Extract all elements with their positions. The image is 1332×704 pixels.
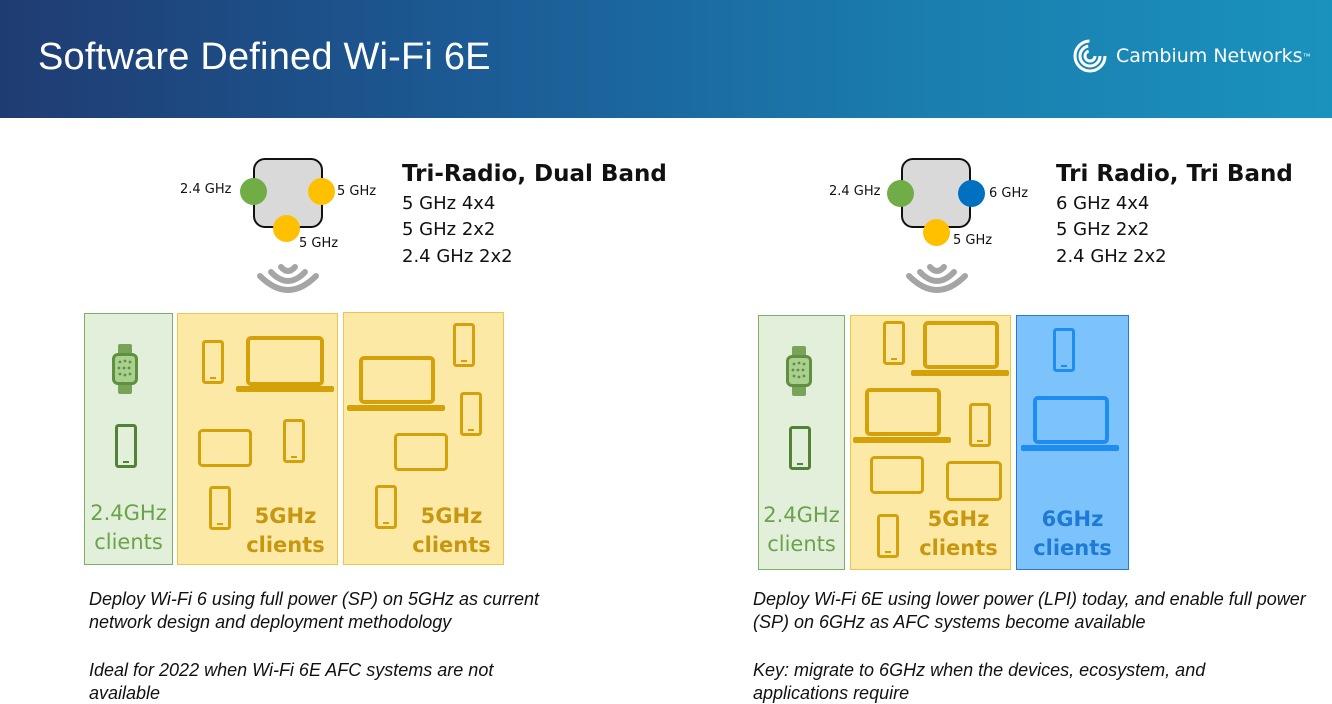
- clients-panel-6ghz: 6GHz clients: [1016, 315, 1129, 570]
- caption-primary: Deploy Wi-Fi 6E using lower power (LPI) …: [753, 589, 1306, 632]
- laptop-icon: [853, 388, 951, 443]
- clients-panel-5ghz-a: 5GHz clients: [177, 313, 338, 565]
- spec-line: 2.4 GHz 2x2: [402, 246, 513, 267]
- smartphone-icon: [209, 486, 231, 530]
- smartphone-icon: [283, 419, 305, 463]
- panel-label-line1: 5GHz: [254, 504, 317, 528]
- laptop-icon: [911, 321, 1009, 376]
- band-dot-yellow-right: [308, 178, 335, 205]
- panel-label-line1: 6GHz: [1041, 507, 1104, 531]
- tablet-icon: [394, 433, 448, 471]
- panel-label-line2: clients: [94, 530, 163, 554]
- brand-name: Cambium Networks: [1116, 45, 1303, 67]
- spec-line: 5 GHz 2x2: [402, 219, 496, 240]
- panel-label-line1: 2.4GHz: [763, 503, 840, 527]
- band-label-5-right: 5 GHz: [337, 184, 377, 199]
- spec-line: 6 GHz 4x4: [1056, 193, 1150, 214]
- band-dot-yellow-bottom: [923, 219, 950, 246]
- header-banner: Software Defined Wi-Fi 6E Cambium Networ…: [0, 0, 1332, 118]
- spec-title: Tri Radio, Tri Band: [1056, 161, 1293, 187]
- band-label-2-4: 2.4 GHz: [829, 184, 881, 199]
- band-label-2-4: 2.4 GHz: [180, 182, 232, 197]
- spec-title: Tri-Radio, Dual Band: [402, 161, 667, 187]
- trademark-mark: ™: [1302, 51, 1311, 61]
- wifi-signal-icon: [906, 264, 968, 293]
- smartwatch-icon: [112, 344, 138, 394]
- tablet-icon: [946, 461, 1002, 501]
- caption-secondary: Key: migrate to 6GHz when the devices, e…: [753, 660, 1206, 703]
- panel-label-line2: clients: [246, 533, 325, 557]
- panel-label-line2: clients: [412, 533, 491, 557]
- smartphone-icon: [460, 392, 482, 436]
- smartphone-icon: [202, 340, 224, 384]
- panel-label: 2.4GHz clients: [85, 499, 172, 557]
- smartphone-icon: [375, 485, 397, 529]
- panel-label: 5GHz clients: [907, 505, 1010, 563]
- band-dot-green: [240, 178, 267, 205]
- spec-line: 5 GHz 4x4: [402, 193, 496, 214]
- smartphone-icon: [1053, 328, 1075, 372]
- smartphone-icon: [789, 426, 811, 470]
- band-label-6: 6 GHz: [989, 186, 1029, 201]
- panel-label-line1: 5GHz: [420, 504, 483, 528]
- band-dot-yellow-bottom: [273, 215, 300, 242]
- smartphone-icon: [453, 323, 475, 367]
- panel-label: 6GHz clients: [1017, 505, 1128, 563]
- tablet-icon: [870, 456, 924, 494]
- smartphone-icon: [877, 514, 899, 558]
- tablet-icon: [198, 429, 252, 467]
- clients-panel-2-4ghz: 2.4GHz clients: [758, 315, 845, 570]
- smartwatch-icon: [786, 346, 812, 396]
- page-title: Software Defined Wi-Fi 6E: [38, 36, 491, 78]
- panel-label-line1: 5GHz: [927, 507, 990, 531]
- panel-label-line1: 2.4GHz: [90, 501, 167, 525]
- laptop-icon: [236, 336, 334, 392]
- caption-secondary: Ideal for 2022 when Wi-Fi 6E AFC systems…: [89, 660, 494, 703]
- panel-label-line2: clients: [767, 532, 836, 556]
- band-dot-blue: [958, 180, 985, 207]
- panel-label: 5GHz clients: [234, 502, 337, 560]
- panel-label: 2.4GHz clients: [759, 501, 844, 559]
- caption-primary: Deploy Wi-Fi 6 using full power (SP) on …: [89, 589, 539, 632]
- clients-panel-5ghz: 5GHz clients: [850, 315, 1011, 570]
- spec-line: 2.4 GHz 2x2: [1056, 246, 1167, 267]
- panel-label-line2: clients: [1033, 536, 1112, 560]
- laptop-icon: [347, 356, 445, 411]
- panel-label: 5GHz clients: [400, 502, 503, 560]
- panel-label-line2: clients: [919, 536, 998, 560]
- clients-panel-2-4ghz: 2.4GHz clients: [84, 313, 173, 565]
- band-label-5-bottom: 5 GHz: [953, 233, 993, 248]
- band-dot-green: [887, 180, 914, 207]
- smartphone-icon: [883, 321, 905, 365]
- clients-panel-5ghz-b: 5GHz clients: [343, 312, 504, 565]
- smartphone-icon: [115, 424, 137, 468]
- smartphone-icon: [969, 403, 991, 447]
- band-label-5-bottom: 5 GHz: [299, 236, 339, 251]
- spec-line: 5 GHz 2x2: [1056, 219, 1150, 240]
- laptop-icon: [1021, 396, 1119, 451]
- cambium-swirl-icon: [1073, 39, 1107, 73]
- wifi-signal-icon: [257, 264, 319, 293]
